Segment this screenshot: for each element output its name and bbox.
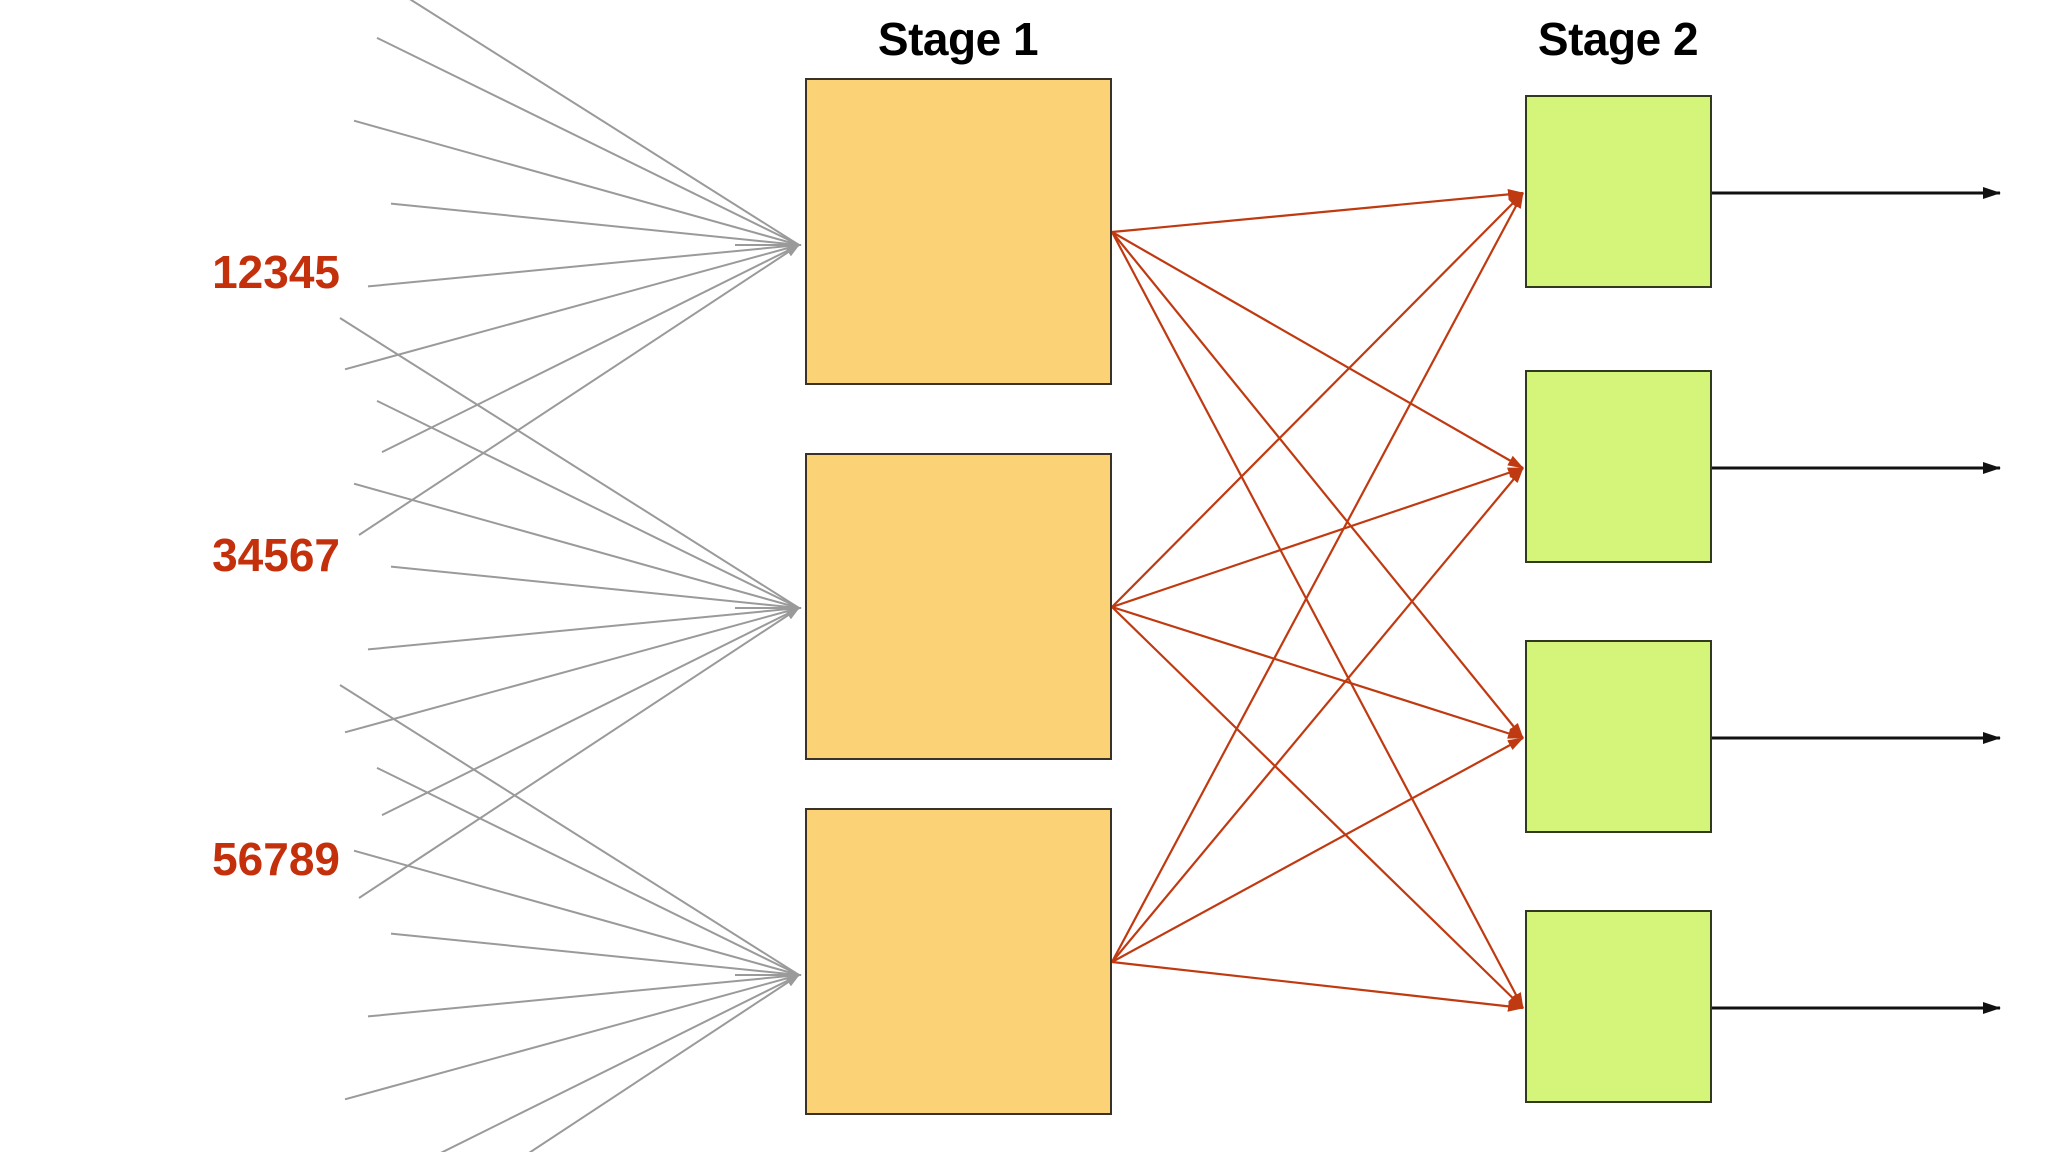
interstage-arrow-3-1 bbox=[1111, 192, 1524, 963]
input-label-3: 56789 bbox=[212, 833, 340, 885]
input-line bbox=[528, 974, 800, 1152]
input-line bbox=[376, 399, 800, 609]
output-arrow-group bbox=[1712, 187, 2001, 1014]
stage1-node-2[interactable] bbox=[805, 453, 1112, 760]
stage1-node-1[interactable] bbox=[805, 78, 1112, 385]
input-line bbox=[339, 317, 800, 609]
input-line bbox=[381, 244, 800, 454]
input-line bbox=[344, 244, 800, 371]
interstage-group bbox=[1111, 188, 1524, 1012]
input-line bbox=[358, 244, 800, 536]
interstage-arrow-3-2 bbox=[1111, 467, 1524, 963]
stage1-node-3[interactable] bbox=[805, 808, 1112, 1115]
interstage-arrow-1-3 bbox=[1111, 231, 1524, 739]
input-line bbox=[390, 565, 800, 609]
input-line bbox=[390, 202, 800, 246]
interstage-arrow-1-2 bbox=[1111, 231, 1524, 469]
input-line bbox=[344, 607, 800, 734]
input-line bbox=[376, 36, 800, 246]
interstage-arrow-2-3 bbox=[1111, 605, 1524, 740]
interstage-arrow-1-4 bbox=[1111, 231, 1524, 1009]
stage2-node-1[interactable] bbox=[1525, 95, 1712, 288]
input-line bbox=[376, 766, 800, 976]
interstage-arrow-2-4 bbox=[1111, 606, 1524, 1009]
input-fan-group bbox=[339, 0, 802, 1152]
input-line bbox=[358, 607, 800, 899]
input-line bbox=[440, 974, 800, 1152]
input-line bbox=[353, 849, 800, 976]
input-line bbox=[339, 684, 800, 976]
input-line bbox=[353, 482, 800, 609]
input-line bbox=[390, 932, 800, 976]
input-line bbox=[344, 974, 800, 1101]
input-line bbox=[367, 607, 800, 651]
stage-1-title: Stage 1 bbox=[877, 13, 1039, 65]
input-label-1: 12345 bbox=[212, 246, 340, 298]
stage-2-title: Stage 2 bbox=[1537, 13, 1699, 65]
input-line bbox=[367, 244, 800, 288]
input-line bbox=[367, 974, 800, 1018]
interstage-arrow-3-4 bbox=[1111, 960, 1524, 1012]
input-line bbox=[353, 119, 800, 246]
interstage-arrow-2-1 bbox=[1111, 192, 1524, 608]
interstage-arrow-1-1 bbox=[1111, 188, 1524, 234]
input-line bbox=[381, 607, 800, 817]
interstage-arrow-3-3 bbox=[1111, 737, 1524, 963]
input-label-2: 34567 bbox=[212, 529, 340, 581]
input-line bbox=[409, 0, 800, 246]
stage2-node-4[interactable] bbox=[1525, 910, 1712, 1103]
stage2-node-2[interactable] bbox=[1525, 370, 1712, 563]
stage2-node-3[interactable] bbox=[1525, 640, 1712, 833]
interstage-arrow-2-2 bbox=[1111, 466, 1524, 609]
